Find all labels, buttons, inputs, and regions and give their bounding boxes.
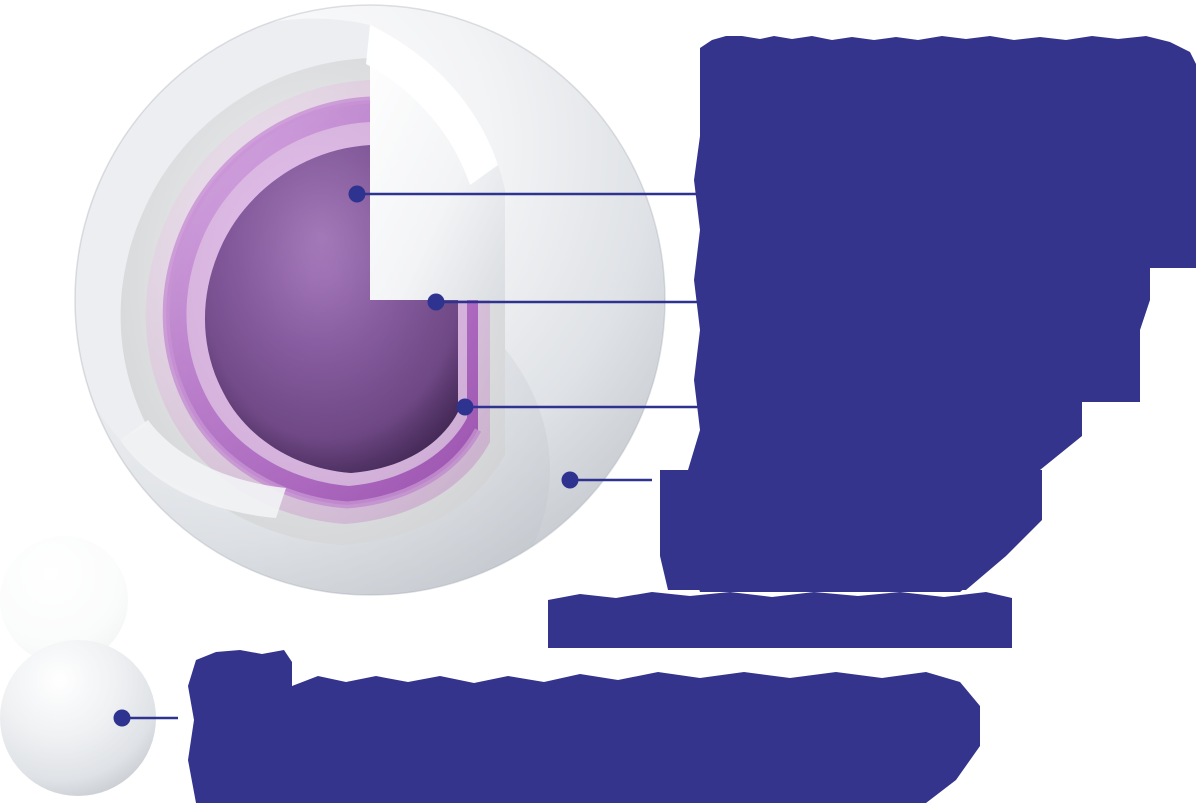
leader-dot-orchid-layer (427, 293, 445, 311)
outer-shell-rim (74, 4, 666, 596)
redacted-block-bottom-stub (188, 650, 292, 803)
redacted-block-bottom-main (292, 672, 980, 803)
cut-bevel-left (120, 420, 286, 518)
redacted-block-top-right (700, 36, 1196, 136)
cut-bevel-top (366, 25, 498, 185)
redacted-block-right-lower (660, 470, 1042, 590)
redacted-text-masses (188, 36, 1196, 803)
cut-face-top (370, 25, 505, 300)
ghost-sphere (0, 536, 128, 664)
leader-dot-pale-layer (456, 398, 474, 416)
leader-dot-outer-shell (561, 471, 579, 489)
redacted-block-bottom-strip (548, 592, 1012, 648)
small-sphere (0, 640, 156, 796)
cutaway-wedge (75, 18, 505, 545)
leader-dot-small-sphere (113, 709, 131, 727)
callout-leaders (122, 192, 704, 720)
callout-dots (113, 185, 579, 727)
cavity-occlusion (120, 58, 505, 545)
leader-dot-inner-core (348, 185, 366, 203)
